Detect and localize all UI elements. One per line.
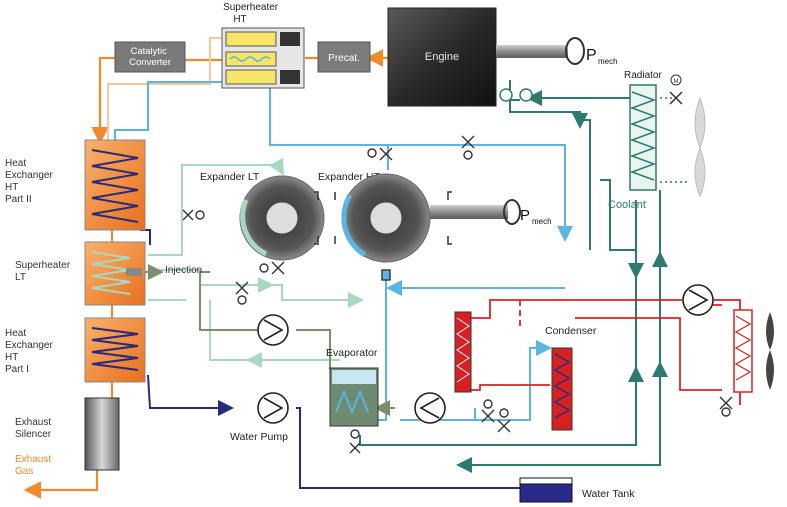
superheater-ht: Superheater HT xyxy=(221,2,305,89)
engine-thermostat-icon xyxy=(519,88,533,102)
valve-icon xyxy=(497,419,511,433)
radiator: Radiator M Coolant xyxy=(608,70,706,211)
valve-icon xyxy=(182,209,194,221)
pmech-top-label: P xyxy=(586,47,597,64)
catalytic-converter-label: Catalytic Converter xyxy=(129,46,171,68)
superheater-lt: Superheater LT Injection xyxy=(15,241,202,306)
heat-exchanger-ht-part2: Heat Exchanger HT Part II xyxy=(5,139,146,231)
rotation-arrow-icon xyxy=(503,199,521,225)
motor-icon xyxy=(463,150,473,160)
engine-label: Engine xyxy=(425,51,459,63)
injection-label: Injection xyxy=(165,265,202,276)
water-tank: Water Tank xyxy=(519,477,635,503)
engine-pump-icon xyxy=(499,88,513,102)
valve-icon xyxy=(461,135,475,149)
condenser-label: Condenser xyxy=(545,325,597,337)
coolant-dotted xyxy=(660,97,690,183)
valve-icon xyxy=(379,147,393,161)
evaporator: Evaporator xyxy=(326,347,379,427)
refrigerant-pipes xyxy=(470,299,741,405)
pmech-top: P mech xyxy=(565,37,618,66)
valve-icon xyxy=(271,261,285,275)
exhaust-light-pipes xyxy=(107,37,222,140)
steam-lt-pipes xyxy=(148,157,364,368)
radiator-label: Radiator xyxy=(624,70,662,81)
rotation-arrow-icon xyxy=(565,37,585,65)
valve-icon xyxy=(481,409,495,423)
heat-exchanger-ht-part1: Heat Exchanger HT Part I xyxy=(5,317,146,383)
engine-shaft xyxy=(496,45,568,58)
engine: Engine xyxy=(387,7,568,107)
fan-icon xyxy=(694,96,706,198)
heat-exchanger-ht-part2-label: Heat Exchanger HT Part II xyxy=(5,158,56,205)
injector-icon xyxy=(381,269,391,281)
expander-shaft xyxy=(430,205,508,219)
precat-label: Precat. xyxy=(328,53,360,64)
pmech-mid-label: P xyxy=(520,207,530,224)
motor-icon xyxy=(483,399,493,409)
pumps xyxy=(257,284,714,424)
injection-pump-icon xyxy=(257,314,289,346)
exhaust-gas-label: Exhaust Gas xyxy=(15,454,54,477)
valve-actuator-icon xyxy=(350,429,360,439)
water-pump-label: Water Pump xyxy=(230,431,288,443)
valve-actuator-icon xyxy=(499,408,509,418)
catalytic-converter: Catalytic Converter xyxy=(114,41,186,73)
expander-ht: Expander HT xyxy=(314,171,508,263)
motor-icon xyxy=(237,295,247,305)
fan-icon xyxy=(766,312,774,390)
injection-pipes xyxy=(140,264,440,416)
refrigerant-radiator xyxy=(733,309,774,393)
valve-actuator-icon xyxy=(195,210,205,220)
superheater-lt-label: Superheater LT xyxy=(15,260,73,283)
refrigerant-pump-icon xyxy=(682,284,714,316)
valve-actuator-icon xyxy=(367,148,377,158)
evaporator-label: Evaporator xyxy=(326,347,378,359)
pmech-top-sub: mech xyxy=(598,57,618,66)
valves xyxy=(182,135,733,454)
motor-valve-icon xyxy=(670,74,682,86)
precat: Precat. xyxy=(317,41,371,73)
coolant-pipes xyxy=(359,80,668,473)
coolant-label: Coolant xyxy=(608,199,646,211)
motor-valve-label: M xyxy=(674,79,679,85)
heat-exchanger-ht-part1-label: Heat Exchanger HT Part I xyxy=(5,328,56,375)
expander-lt-label: Expander LT xyxy=(200,171,260,183)
motor-icon xyxy=(721,407,731,417)
exhaust-silencer: Exhaust Silencer Exhaust Gas xyxy=(15,397,120,477)
pmech-mid: P mech xyxy=(503,199,552,226)
superheater-ht-title: Superheater HT xyxy=(223,2,281,25)
valve-actuator-icon xyxy=(259,263,269,273)
exhaust-silencer-label: Exhaust Silencer xyxy=(15,417,54,440)
water-pump-icon xyxy=(257,392,289,424)
valve-icon xyxy=(349,442,361,454)
valve-icon xyxy=(719,396,733,410)
expander-lt: Expander LT xyxy=(200,171,325,261)
water-tank-label: Water Tank xyxy=(582,488,635,500)
valve-icon xyxy=(235,281,249,295)
condenser: Condenser xyxy=(454,311,597,431)
exhaust-pipes xyxy=(23,49,388,499)
pmech-mid-sub: mech xyxy=(532,217,552,226)
evaporator-pump-icon xyxy=(414,392,446,424)
